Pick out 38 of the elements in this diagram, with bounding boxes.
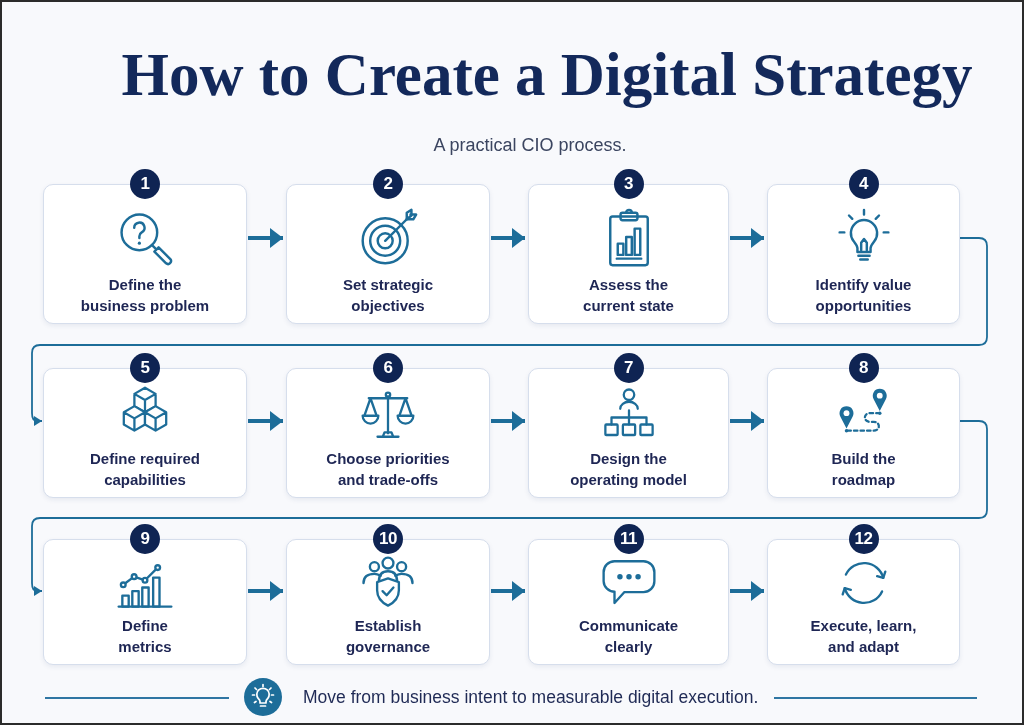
elbow-arrow: [31, 420, 988, 596]
title: How to Create a Digital Strategy: [121, 41, 973, 109]
step-number-badge: 4: [848, 169, 879, 199]
step-label: Assess the current state: [582, 275, 675, 316]
step-number-badge: 7: [613, 353, 644, 383]
step-label: Execute, learn, and adapt: [810, 616, 917, 657]
step-number-badge: 10: [373, 524, 403, 554]
step-number-badge: 9: [130, 524, 160, 554]
step-label: Build the roadmap: [830, 449, 897, 490]
step-number-badge: 8: [848, 353, 879, 383]
step-number-badge: 5: [130, 353, 160, 383]
arrow: [248, 228, 283, 248]
step-number-badge: 1: [130, 169, 160, 199]
step-number-badge: 3: [613, 169, 644, 199]
step-label: Define metrics: [117, 616, 173, 657]
step-number-badge: 11: [613, 524, 644, 554]
arrow: [491, 411, 525, 431]
step-number-badge: 12: [848, 524, 879, 554]
step-label: Define required capabilities: [89, 449, 201, 490]
tagline: Move from business intent to measurable digital execution.: [303, 686, 759, 708]
arrow: [730, 228, 764, 248]
step-number-badge: 6: [373, 353, 403, 383]
subtitle: A practical CIO process.: [433, 133, 627, 157]
step-label: Choose priorities and trade-offs: [325, 449, 451, 490]
step-number-badge: 2: [373, 169, 403, 199]
step-label: Design the operating model: [569, 449, 688, 490]
arrow: [491, 228, 525, 248]
step-label: Define the business problem: [80, 275, 210, 316]
elbow-arrow: [31, 237, 988, 426]
step-label: Identify value opportunities: [815, 275, 912, 316]
step-label: Communicate clearly: [578, 616, 679, 657]
arrow: [248, 411, 283, 431]
arrow: [491, 581, 525, 601]
arrow: [730, 581, 764, 601]
arrow: [248, 581, 283, 601]
step-label: Establish governance: [345, 616, 431, 657]
step-label: Set strategic objectives: [342, 275, 434, 316]
arrow: [730, 411, 764, 431]
